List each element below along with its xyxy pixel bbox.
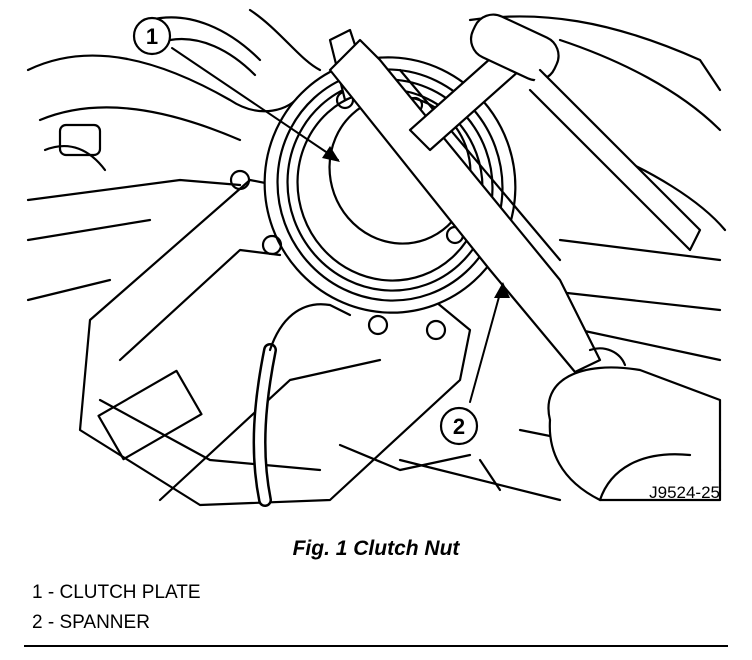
legend-item: 2 - SPANNER (32, 608, 201, 638)
legend-separator: - (42, 612, 60, 633)
legend-number: 2 (32, 612, 43, 633)
legend-item: 1 - CLUTCH PLATE (32, 578, 201, 608)
legend-text: CLUTCH PLATE (59, 582, 201, 603)
legend-separator: - (42, 582, 60, 603)
compressor-clutch-illustration: 1 2 J9524-25 (26, 8, 727, 507)
callout-1: 1 (132, 16, 172, 56)
legend-text: SPANNER (59, 612, 150, 633)
callout-2: 2 (439, 406, 479, 446)
legend-number: 1 (32, 582, 43, 603)
bottom-rule (24, 645, 728, 647)
callout-2-label: 2 (453, 414, 465, 439)
callout-1-label: 1 (146, 24, 158, 49)
drawing-code: J9524-25 (649, 483, 720, 502)
figure-caption: Fig. 1 Clutch Nut (292, 537, 460, 560)
legend: 1 - CLUTCH PLATE 2 - SPANNER (32, 578, 201, 638)
